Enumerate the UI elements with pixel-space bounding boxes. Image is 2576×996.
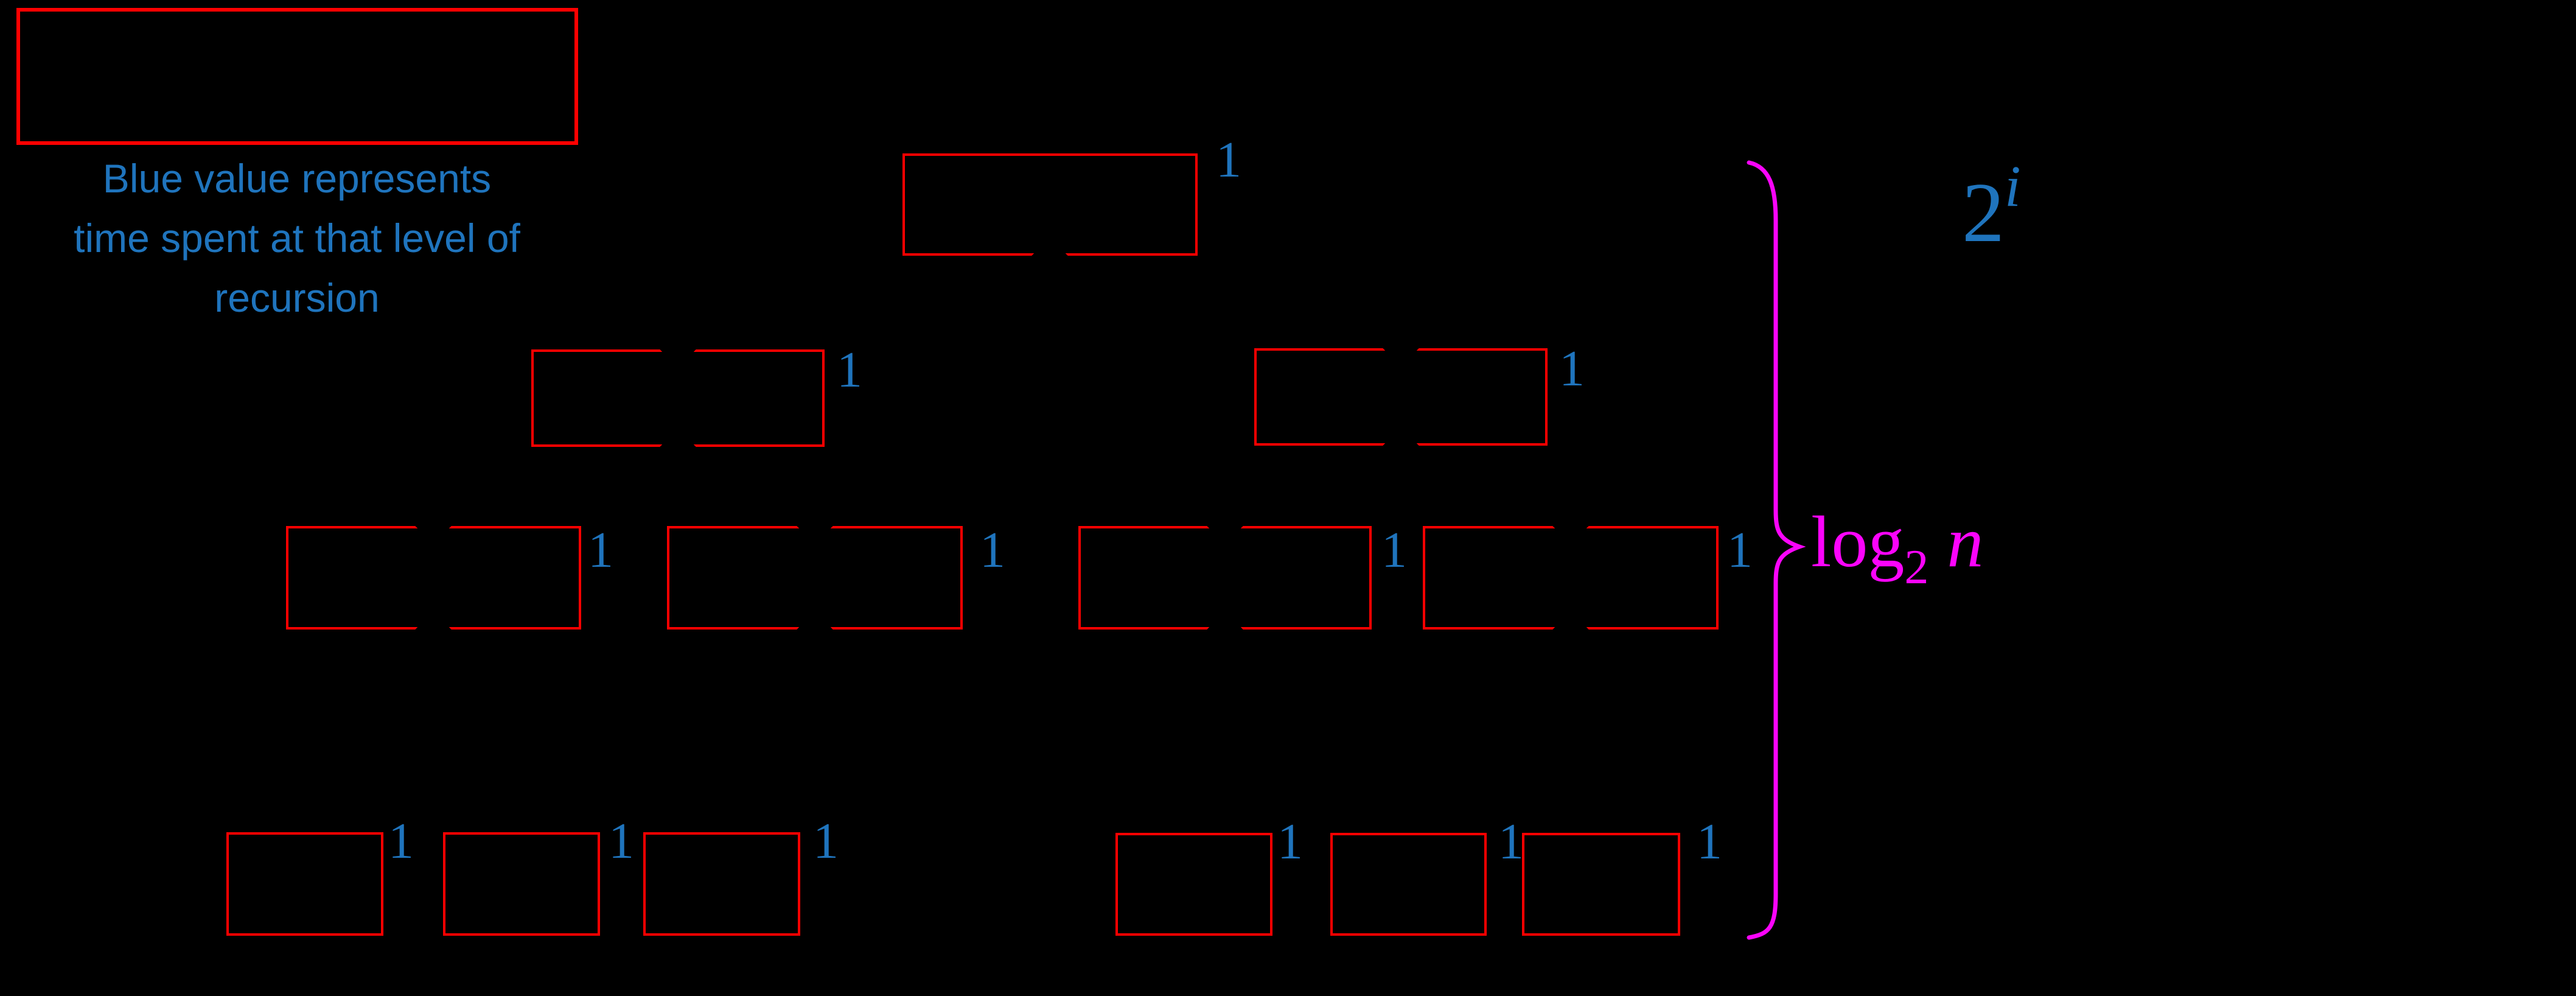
- tree-node-leaf-1: [226, 832, 383, 936]
- node-cost-label: 1: [1727, 522, 1753, 578]
- node-cost-label: 1: [1559, 340, 1585, 397]
- legend-caption-line2: time spent at that level of: [74, 216, 520, 261]
- tree-node-leaf-4: [1115, 833, 1272, 936]
- curly-brace: [1747, 160, 1806, 940]
- legend-caption-line1: Blue value represents: [102, 156, 492, 201]
- log-base: 2: [1904, 541, 1929, 594]
- node-cost-label: 1: [1498, 813, 1524, 870]
- node-cost-label: 1: [588, 522, 613, 578]
- node-cost-label: 1: [609, 813, 634, 869]
- node-cost-label: 1: [837, 342, 862, 398]
- log-argument: n: [1947, 501, 1984, 582]
- exp-exponent: i: [2005, 153, 2021, 219]
- legend-caption-line3: recursion: [214, 275, 380, 320]
- node-cost-label: 1: [388, 813, 414, 869]
- node-cost-label: 1: [1697, 813, 1722, 870]
- node-cost-label: 1: [813, 813, 839, 869]
- tree-node-leaf-6: [1522, 833, 1680, 936]
- log-func: log: [1811, 501, 1905, 582]
- legend-box: [16, 8, 578, 145]
- node-cost-label: 1: [1381, 522, 1407, 578]
- node-cost-label: 1: [980, 522, 1005, 578]
- node-cost-label: 1: [1277, 813, 1303, 870]
- exp-base: 2: [1962, 166, 2005, 260]
- tree-node-leaf-5: [1330, 833, 1487, 936]
- node-cost-label: 1: [1216, 132, 1241, 188]
- legend-caption: Blue value represents time spent at that…: [17, 149, 577, 328]
- tree-node-leaf-2: [443, 832, 600, 936]
- tree-node-leaf-3: [643, 832, 800, 936]
- nodes-per-level-label: 2i: [1962, 157, 2021, 256]
